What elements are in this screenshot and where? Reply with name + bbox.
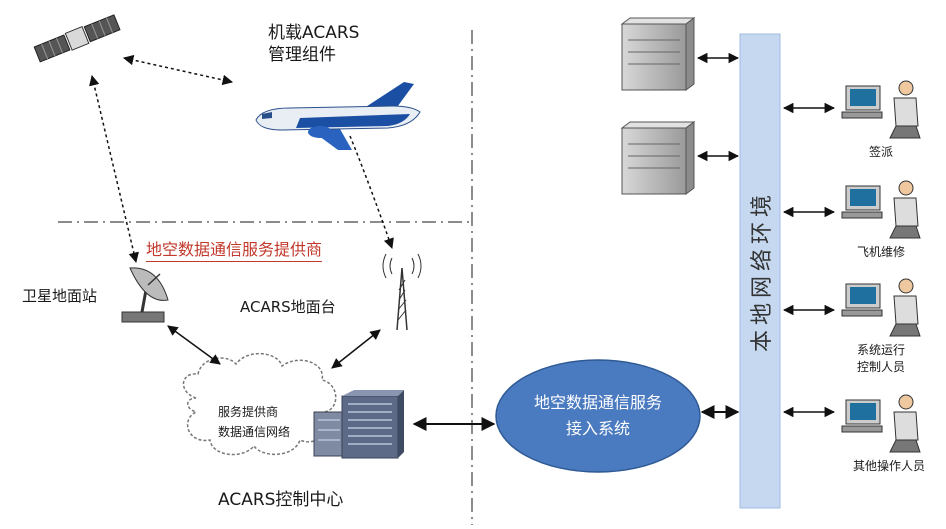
cloud-line1: 服务提供商 (218, 405, 279, 419)
link-satellite-aircraft (122, 54, 234, 86)
user-label-line1: 其他操作人员 (852, 459, 925, 473)
gateway-ellipse (495, 359, 701, 473)
user-label-line1: 系统运行 (856, 343, 905, 357)
user-label-line2: 控制人员 (856, 360, 905, 374)
user-label-line1: 签派 (868, 145, 893, 159)
aircraft-component-label: 机载ACARS 管理组件 (268, 22, 359, 66)
user-label: 其他操作人员 (834, 458, 944, 475)
gateway-label: 地空数据通信服务 接入系统 (498, 390, 698, 442)
cloud-line2: 数据通信网络 (218, 425, 291, 439)
workstation-icon (841, 80, 921, 139)
workstation-icon (841, 180, 921, 239)
server-icon (620, 17, 696, 91)
aircraft-component-line2: 管理组件 (268, 45, 336, 65)
gateway-line2: 接入系统 (565, 419, 630, 438)
local-network-text: 本地网络环境 (750, 189, 776, 353)
user-label-line1: 飞机维修 (856, 245, 905, 259)
dish-icon (121, 267, 169, 323)
link-antenna-cloud (331, 329, 381, 369)
antenna-tower-icon (382, 253, 422, 331)
aircraft-component-line1: 机载ACARS (268, 23, 360, 43)
workstation-icon (841, 278, 921, 337)
local-network-label: 本地网络环境 (742, 36, 778, 506)
service-provider-label: 地空数据通信服务提供商 (146, 236, 323, 262)
satellite-icon (33, 14, 121, 63)
link-satellite-dish (89, 74, 139, 264)
control-center-label: ACARS控制中心 (218, 490, 344, 510)
airplane-icon (255, 82, 421, 150)
satellite-ground-station-label: 卫星地面站 (22, 287, 98, 305)
user-label: 飞机维修 (826, 244, 936, 261)
cloud-icon (182, 352, 337, 456)
user-label: 系统运行 控制人员 (826, 342, 936, 376)
link-dish-cloud (167, 325, 221, 365)
cloud-label: 服务提供商 数据通信网络 (218, 402, 290, 442)
gateway-line1: 地空数据通信服务 (533, 393, 662, 412)
server-icon (620, 121, 696, 195)
datacenter-building-icon (313, 390, 404, 459)
acars-ground-station-label: ACARS地面台 (240, 298, 336, 316)
workstation-icon (841, 394, 921, 453)
link-aircraft-antenna (349, 135, 394, 249)
user-label: 签派 (826, 144, 936, 161)
local-network-bar (739, 33, 781, 509)
